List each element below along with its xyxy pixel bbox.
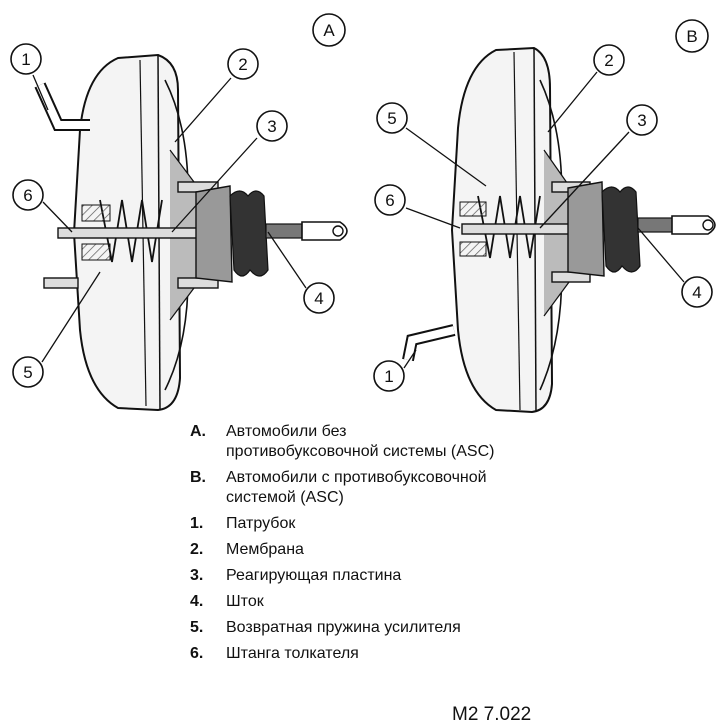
svg-text:2: 2 <box>604 51 613 70</box>
brake-booster-diagram: 1 2 3 4 5 6 A <box>10 13 716 414</box>
svg-text:2: 2 <box>238 55 247 74</box>
svg-text:1: 1 <box>21 50 30 69</box>
legend-key: 5. <box>190 619 204 636</box>
svg-text:5: 5 <box>387 109 396 128</box>
callout-a-2: 2 <box>227 48 259 80</box>
callout-b-1: 1 <box>373 360 405 392</box>
legend-text: Штанга толкателя <box>226 645 359 662</box>
legend-row-5: 5. Возвратная пружина усилителя <box>190 618 610 638</box>
legend-row-2: 2. Мембрана <box>190 540 610 560</box>
callout-a-4: 4 <box>303 282 335 314</box>
svg-text:A: A <box>323 21 335 40</box>
svg-text:3: 3 <box>267 117 276 136</box>
callout-b-3: 3 <box>626 104 658 136</box>
legend-text: Реагирующая пластина <box>226 567 402 584</box>
legend-key: 1. <box>190 515 204 532</box>
svg-text:4: 4 <box>692 283 701 302</box>
legend: A. Автомобили без противобуксовочной сис… <box>190 422 610 670</box>
callout-b-5: 5 <box>376 102 408 134</box>
legend-text: Автомобили без противобуксовочной систем… <box>226 423 495 460</box>
legend-text: Патрубок <box>226 515 296 532</box>
callout-a-6: 6 <box>12 179 44 211</box>
legend-key: 6. <box>190 645 204 662</box>
legend-key: B. <box>190 469 206 486</box>
booster-b <box>402 46 716 414</box>
legend-row-4: 4. Шток <box>190 592 610 612</box>
callout-b-4: 4 <box>681 276 713 308</box>
panel-a-label: A <box>312 13 346 47</box>
legend-row-b: B. Автомобили с противобуксовочной систе… <box>190 468 610 508</box>
legend-text: Мембрана <box>226 541 304 558</box>
legend-key: A. <box>190 423 206 440</box>
legend-row-1: 1. Патрубок <box>190 514 610 534</box>
booster-a <box>34 53 348 412</box>
svg-text:6: 6 <box>23 186 32 205</box>
callout-a-3: 3 <box>256 110 288 142</box>
panel-b-label: B <box>675 19 709 53</box>
callout-b-6: 6 <box>374 184 406 216</box>
svg-text:5: 5 <box>23 363 32 382</box>
leader-lines-a <box>32 74 307 363</box>
legend-text: Автомобили с противобуксовочной системой… <box>226 469 487 506</box>
callout-a-5: 5 <box>12 356 44 388</box>
svg-text:6: 6 <box>385 191 394 210</box>
callout-b-2: 2 <box>593 44 625 76</box>
legend-key: 2. <box>190 541 204 558</box>
legend-row-6: 6. Штанга толкателя <box>190 644 610 664</box>
legend-text: Шток <box>226 593 264 610</box>
svg-text:3: 3 <box>637 111 646 130</box>
legend-key: 4. <box>190 593 204 610</box>
legend-text: Возвратная пружина усилителя <box>226 619 461 636</box>
callout-a-1: 1 <box>10 43 42 75</box>
svg-text:B: B <box>686 27 697 46</box>
legend-key: 3. <box>190 567 204 584</box>
legend-row-a: A. Автомобили без противобуксовочной сис… <box>190 422 610 462</box>
legend-row-3: 3. Реагирующая пластина <box>190 566 610 586</box>
figure-code: M2 7.022 <box>452 704 532 725</box>
svg-text:1: 1 <box>384 367 393 386</box>
leader-lines-b <box>403 71 685 369</box>
svg-text:4: 4 <box>314 289 323 308</box>
